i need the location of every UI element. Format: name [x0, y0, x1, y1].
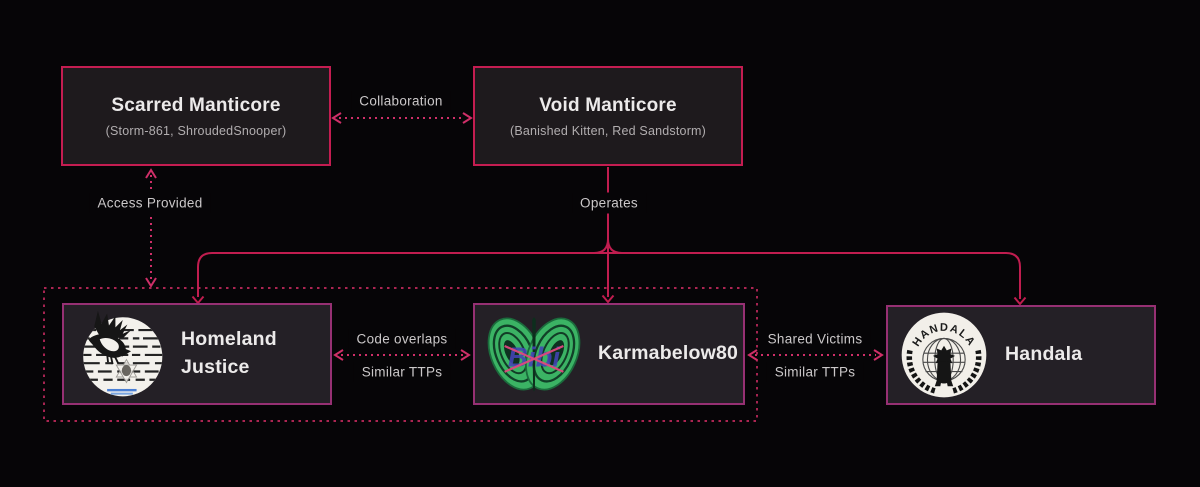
similar-ttps-right-label: Similar TTPs [766, 361, 864, 383]
handala-wreath-globe-logo: HANDALA [901, 312, 987, 398]
access-provided-arrow [145, 168, 157, 288]
handala-title: Handala [1005, 343, 1083, 366]
shared-victims-arrow [747, 349, 884, 361]
node-handala: HANDALA Handala [886, 305, 1156, 405]
void-manticore-aliases: (Banished Kitten, Red Sandstorm) [509, 123, 707, 138]
x-crossout-mark [504, 345, 564, 373]
homeland-justice-eagle-logo [83, 310, 163, 397]
scarred-manticore-title: Scarred Manticore [111, 94, 281, 116]
eagle-illustration [88, 310, 132, 365]
karmabelow80-title: Karmabelow80 [598, 342, 739, 365]
node-homeland-justice: Homeland Justice [62, 303, 332, 405]
node-scarred-manticore: Scarred Manticore (Storm-861, ShroudedSn… [61, 66, 331, 166]
laurel-wreath [906, 349, 982, 394]
shared-victims-label: Shared Victims [759, 328, 871, 350]
homeland-justice-title: Homeland Justice [181, 328, 277, 378]
operates-connector [191, 167, 1027, 306]
similar-ttps-left-label: Similar TTPs [353, 361, 451, 383]
code-overlaps-arrow [333, 349, 471, 361]
green-butterfly-logo: Bibi [487, 317, 581, 392]
node-karmabelow80: Bibi Karmabelow80 [473, 303, 745, 405]
void-manticore-title: Void Manticore [539, 94, 677, 116]
operates-label: Operates [572, 192, 646, 214]
collaboration-arrow [331, 112, 473, 124]
handala-figure [932, 345, 956, 387]
collaboration-label: Collaboration [351, 90, 451, 112]
code-overlaps-label: Code overlaps [348, 328, 456, 350]
node-void-manticore: Void Manticore (Banished Kitten, Red San… [473, 66, 743, 166]
scarred-manticore-aliases: (Storm-861, ShroudedSnooper) [105, 123, 287, 138]
access-provided-label: Access Provided [89, 192, 211, 214]
